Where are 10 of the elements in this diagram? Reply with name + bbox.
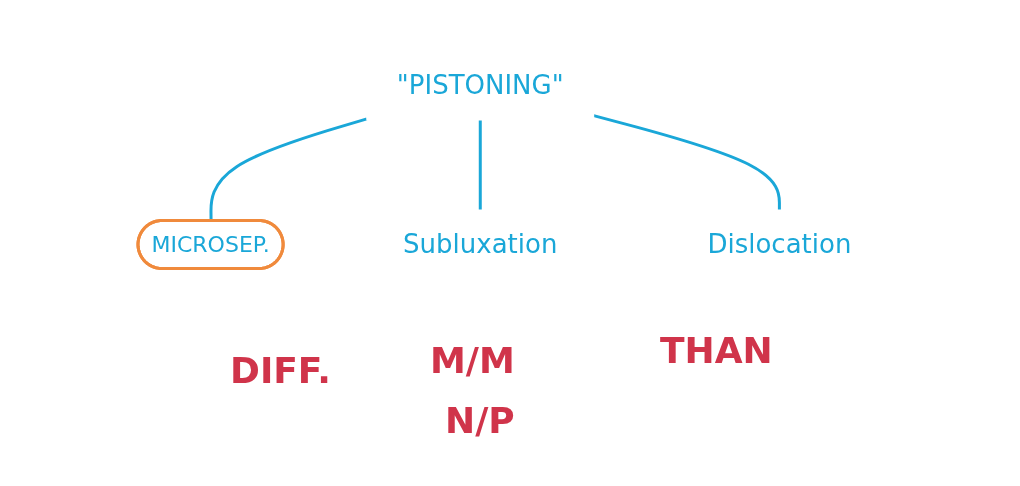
node-text: "PISTONING" (397, 70, 564, 100)
connector (479, 120, 483, 210)
connector (593, 114, 782, 210)
node-text: Subluxation (403, 229, 558, 259)
note-text: M/M (430, 340, 515, 381)
note-text: N/P (445, 400, 515, 441)
note-text: DIFF. (230, 350, 331, 391)
note-text: THAN (660, 330, 773, 371)
connector (209, 117, 368, 221)
node-text: Dislocation (707, 229, 852, 259)
